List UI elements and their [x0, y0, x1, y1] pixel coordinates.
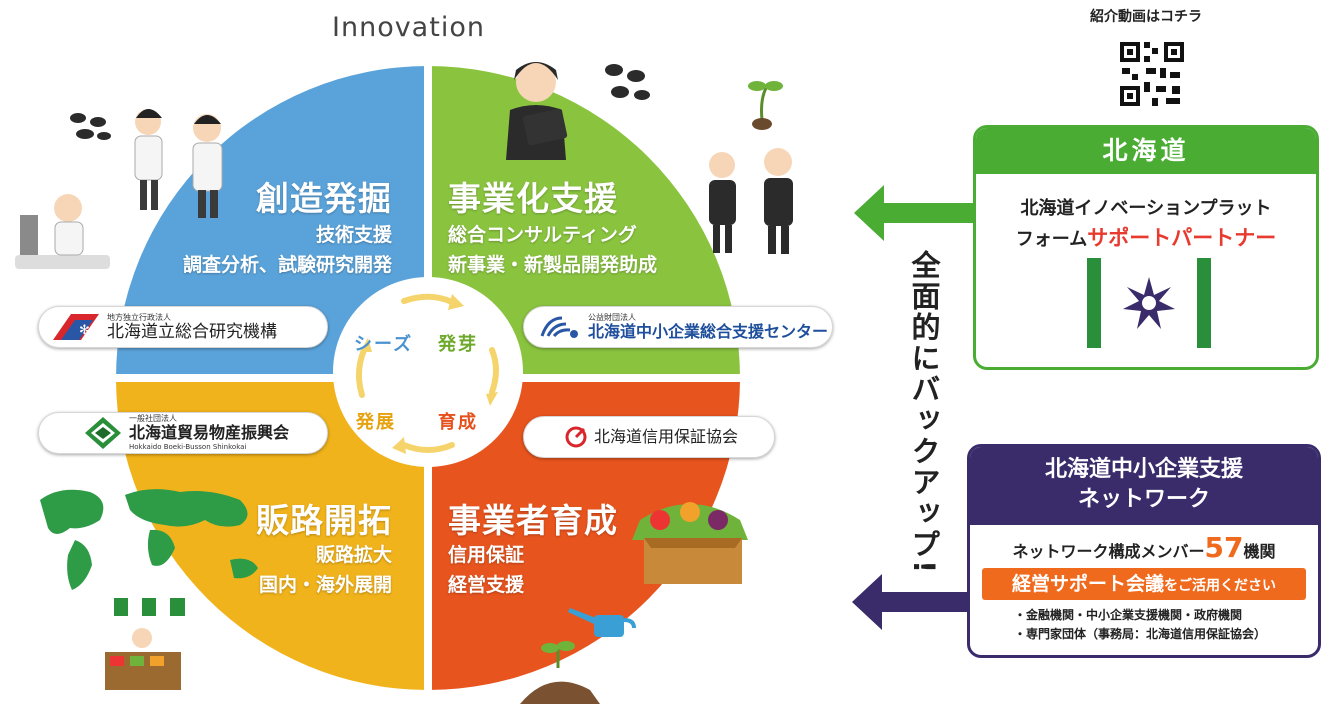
- innovation-heading: Innovation: [332, 12, 485, 43]
- seed-dots-left: [70, 113, 111, 140]
- quadrant-top-left-line2: 調査分析、試験研究開発: [182, 254, 392, 276]
- scientists-illustration: [15, 109, 223, 269]
- org-hro-name: 北海道立総合研究機構: [107, 321, 277, 342]
- quadrant-top-right-title: 事業化支援: [448, 179, 618, 218]
- quadrant-top-left-title: 創造発掘: [256, 179, 392, 218]
- org-hro-type: 地方独立行政法人: [107, 312, 171, 322]
- quadrant-bottom-right-line2: 経営支援: [448, 574, 525, 596]
- network-title-line2: ネットワーク: [1077, 487, 1210, 512]
- watering-can-icon: [520, 608, 636, 704]
- org-hro-pill: ✻ 地方独立行政法人 北海道立総合研究機構: [38, 306, 328, 348]
- qr-code-icon[interactable]: [1116, 38, 1188, 110]
- network-members-suffix: 機関: [1243, 542, 1276, 561]
- network-members: ネットワーク構成メンバー57機関: [970, 531, 1318, 564]
- seed-dots-right: [605, 64, 650, 100]
- hokkaido-box-line2: フォームサポートパートナー: [976, 222, 1316, 252]
- quadrant-bottom-left-line2: 国内・海外展開: [258, 574, 392, 596]
- org-center-pill: 公益財団法人 北海道中小企業総合支援センター: [523, 306, 833, 348]
- cycle-arrows: [356, 293, 499, 453]
- org-credit-name: 北海道信用保証協会: [594, 427, 739, 446]
- quadrant-bottom-left-title: 販路開拓: [256, 501, 392, 540]
- support-wheel: [15, 60, 793, 704]
- network-title-line1: 北海道中小企業支援: [1044, 457, 1243, 482]
- hokkaido-box-line2-prefix: フォーム: [1015, 229, 1088, 250]
- network-bullet-1: ・金融機関・中小企業支援機関・政府機関: [1014, 608, 1243, 622]
- cycle-nurture: 育成: [438, 412, 478, 433]
- hro-logo-icon: ✻: [53, 314, 99, 340]
- org-credit-pill: 北海道信用保証協会: [523, 416, 775, 458]
- org-boeki-pill: 一般社団法人 北海道貿易物産振興会 Hokkaido Boeki-Busson …: [38, 412, 328, 454]
- boeki-logo-icon: [85, 417, 121, 449]
- cycle-sprout: 発芽: [438, 334, 478, 355]
- qr-caption: 紹介動画はコチラ: [1090, 9, 1202, 25]
- vegetable-basket-icon: [632, 502, 748, 584]
- svg-text:✻: ✻: [79, 323, 90, 338]
- center-logo-icon: [540, 316, 578, 338]
- quadrant-top-left-line1: 技術支援: [315, 224, 392, 246]
- hokkaido-partner-box: 北海道 北海道イノベーションプラット フォームサポートパートナー: [973, 125, 1319, 370]
- world-map-icon: [40, 489, 258, 590]
- backup-text: 全面的にバックアップ!: [907, 250, 941, 576]
- quadrant-bottom-right-line1: 信用保証: [448, 544, 525, 566]
- org-center-name: 北海道中小企業総合支援センター: [588, 321, 829, 341]
- arrow-to-hokkaido: [854, 185, 974, 241]
- quadrant-bottom-right-title: 事業者育成: [448, 501, 618, 540]
- arrow-to-network: [852, 574, 968, 630]
- cycle-seeds: シーズ: [354, 334, 414, 355]
- cycle-center: [333, 277, 523, 467]
- org-boeki-name: 北海道貿易物産振興会: [129, 423, 290, 442]
- quadrant-top-right: [428, 66, 740, 378]
- meeting-banner: 経営サポート会議をご活用ください: [982, 568, 1306, 600]
- hokkaido-box-title: 北海道: [976, 128, 1316, 174]
- business-people-illustration: [709, 148, 793, 254]
- sprout-icon: [748, 81, 783, 130]
- cycle-develop: 発展: [356, 412, 396, 433]
- consultant-illustration: [506, 62, 568, 160]
- org-boeki-type: 一般社団法人: [129, 414, 177, 423]
- quadrant-bottom-left: [116, 378, 428, 690]
- network-box: 北海道中小企業支援 ネットワーク ネットワーク構成メンバー57機関 経営サポート…: [967, 444, 1321, 658]
- network-members-count: 57: [1204, 531, 1244, 564]
- org-boeki-romaji: Hokkaido Boeki-Busson Shinkokai: [129, 443, 247, 451]
- network-members-prefix: ネットワーク構成メンバー: [1012, 542, 1205, 561]
- quadrant-top-left: [116, 66, 428, 378]
- hokkaido-box-line2-highlight: サポートパートナー: [1087, 226, 1277, 250]
- quadrant-bottom-left-line1: 販路拡大: [315, 544, 392, 566]
- hokkaido-box-line1: 北海道イノベーションプラット: [1020, 198, 1272, 219]
- credit-logo-icon: [565, 426, 587, 448]
- org-center-type: 公益財団法人: [588, 312, 636, 322]
- quadrant-top-right-line2: 新事業・新製品開発助成: [448, 254, 658, 276]
- market-stall-icon: [100, 598, 185, 690]
- hokkaido-flag-icon: [1087, 258, 1211, 348]
- meeting-label: 経営サポート会議: [1011, 573, 1164, 595]
- network-box-header: 北海道中小企業支援 ネットワーク: [970, 447, 1318, 525]
- network-bullet-2: ・専門家団体（事務局：北海道信用保証協会）: [1014, 627, 1267, 641]
- quadrant-top-right-line1: 総合コンサルティング: [448, 224, 637, 246]
- meeting-suffix: をご活用ください: [1164, 578, 1276, 594]
